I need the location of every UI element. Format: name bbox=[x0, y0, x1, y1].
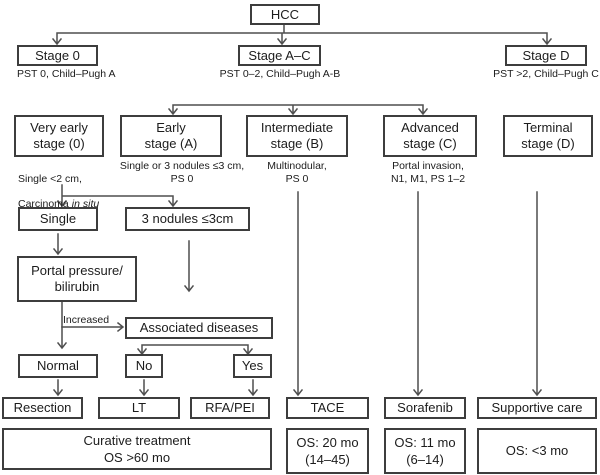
caption-stage-0: PST 0, Child–Pugh A bbox=[17, 68, 116, 80]
edge-normal-to-resection bbox=[52, 379, 64, 397]
caption-intermediate-stage: Multinodular, PS 0 bbox=[267, 160, 327, 185]
node-terminal-stage: Terminal stage (D) bbox=[503, 115, 593, 157]
node-normal: Normal bbox=[18, 354, 98, 378]
edge-label-increased: Increased bbox=[63, 314, 110, 326]
node-os-supportive: OS: <3 mo bbox=[477, 428, 597, 474]
edge-no-to-lt bbox=[138, 379, 150, 397]
node-no: No bbox=[125, 354, 163, 378]
caption-stage-a-c: PST 0–2, Child–Pugh A-B bbox=[219, 68, 341, 80]
edge-intermediate-to-tace bbox=[292, 191, 304, 397]
edge-stageac-to-substages bbox=[167, 104, 429, 116]
edge-single-to-portal bbox=[52, 233, 64, 256]
caption-advanced-stage: Portal invasion, N1, M1, PS 1–2 bbox=[390, 160, 466, 185]
edge-increased-to-associated bbox=[61, 321, 125, 333]
node-hcc: HCC bbox=[250, 4, 320, 25]
node-stage-0: Stage 0 bbox=[17, 45, 98, 66]
node-tace: TACE bbox=[286, 397, 369, 419]
node-sorafenib: Sorafenib bbox=[384, 397, 466, 419]
edge-portal-to-normal bbox=[56, 301, 68, 350]
node-lt: LT bbox=[98, 397, 180, 419]
node-resection: Resection bbox=[2, 397, 83, 419]
node-very-early-stage: Very early stage (0) bbox=[14, 115, 104, 157]
caption-early-stage: Single or 3 nodules ≤3 cm, PS 0 bbox=[119, 160, 245, 185]
edge-hcc-to-stages bbox=[51, 23, 553, 46]
node-curative-treatment-os: Curative treatment OS >60 mo bbox=[2, 428, 272, 470]
node-supportive-care: Supportive care bbox=[477, 397, 597, 419]
node-early-stage: Early stage (A) bbox=[120, 115, 222, 157]
node-advanced-stage: Advanced stage (C) bbox=[383, 115, 477, 157]
edge-associated-branch bbox=[136, 344, 254, 356]
node-rfa-pei: RFA/PEI bbox=[190, 397, 270, 419]
caption-very-early-line1: Single <2 cm, bbox=[18, 172, 82, 185]
node-yes: Yes bbox=[233, 354, 272, 378]
node-portal-pressure-bilirubin: Portal pressure/ bilirubin bbox=[17, 256, 137, 302]
edge-nodules-down bbox=[183, 240, 195, 293]
edge-advanced-to-sorafenib bbox=[412, 191, 424, 397]
edge-terminal-to-supportive bbox=[531, 191, 543, 397]
node-intermediate-stage: Intermediate stage (B) bbox=[246, 115, 348, 157]
node-single: Single bbox=[18, 207, 98, 231]
edge-veryearly-branch bbox=[56, 184, 179, 208]
caption-stage-d: PST >2, Child–Pugh C bbox=[493, 68, 599, 80]
node-stage-d: Stage D bbox=[505, 45, 587, 66]
caption-very-early-italic: in situ bbox=[71, 197, 100, 210]
caption-very-early-line2: Carcinoma bbox=[18, 197, 69, 210]
edge-yes-to-rfapei bbox=[247, 379, 259, 397]
node-stage-a-c: Stage A–C bbox=[238, 45, 321, 66]
node-associated-diseases: Associated diseases bbox=[125, 317, 273, 339]
node-os-sorafenib: OS: 11 mo (6–14) bbox=[384, 428, 466, 474]
node-3-nodules: 3 nodules ≤3cm bbox=[125, 207, 250, 231]
node-os-tace: OS: 20 mo (14–45) bbox=[286, 428, 369, 474]
